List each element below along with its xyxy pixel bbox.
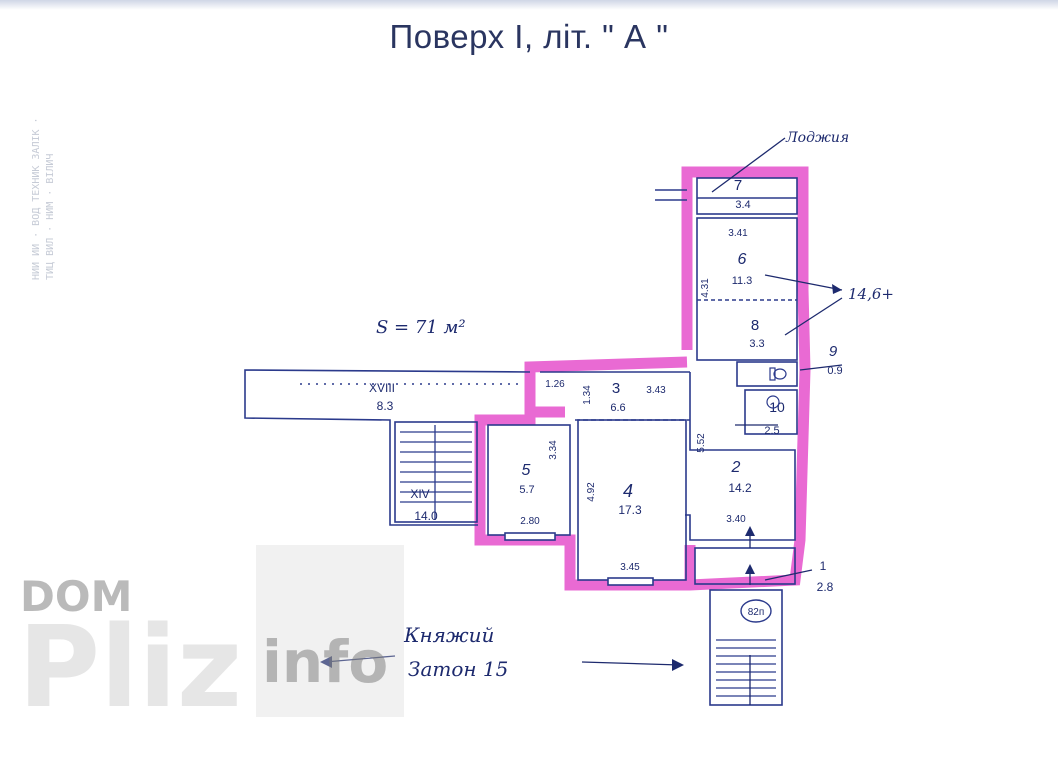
dim-1-34: 1.34	[582, 385, 593, 405]
room-3-area: 6.6	[610, 402, 625, 414]
watermark-dom: DOM	[20, 572, 133, 621]
dim-3-34: 3.34	[548, 440, 559, 460]
loggia-note: Лоджия	[785, 130, 849, 146]
street-number: Затон 15	[408, 657, 508, 681]
room-xviii-area: 8.3	[377, 399, 394, 413]
dim-4-31: 4.31	[700, 278, 711, 298]
dim-2-80: 2.80	[520, 516, 540, 527]
room-1-area: 2.8	[817, 580, 834, 594]
arrow-heads	[320, 284, 842, 671]
room-7-number: 7	[734, 177, 742, 194]
room-7-area: 3.4	[735, 199, 750, 211]
dim-3-41: 3.41	[728, 228, 748, 239]
room-2-number: 2	[731, 459, 741, 476]
watermark-pliz: Pliz	[18, 603, 243, 733]
room-9-number: 9	[829, 343, 838, 360]
dimension-labels: 3.41 4.31 1.26 3.43 1.34 5.52 3.34 4.92 …	[520, 228, 748, 573]
total-area-note: S = 71 м²	[376, 317, 466, 338]
room-4-area: 17.3	[618, 503, 642, 517]
combined-area-note: 14,6+	[848, 285, 894, 303]
room-xiv-area: 14.0	[414, 509, 438, 523]
street-name: Княжий	[403, 623, 494, 647]
dim-3-45: 3.45	[620, 562, 640, 573]
room-6-number: 6	[738, 251, 747, 268]
entrance-mark-text: 82п	[748, 607, 765, 618]
scan-edge	[0, 0, 1058, 10]
room-xiv-number: XIV	[410, 487, 429, 501]
room-4-number: 4	[623, 481, 633, 501]
dim-5-52: 5.52	[696, 433, 707, 453]
stair-treads	[400, 425, 776, 697]
room-2-area: 14.2	[728, 481, 752, 495]
entrance-marker: 82п	[740, 599, 772, 623]
watermark-info: info	[262, 628, 389, 696]
handwritten-notes: Лоджия 14,6+ S = 71 м² Княжий Затон 15	[376, 130, 894, 681]
dim-3-40: 3.40	[726, 514, 746, 525]
watermark-box	[256, 545, 404, 717]
annotation-lines	[324, 137, 843, 705]
room-6-area: 11.3	[732, 275, 753, 287]
dim-3-43: 3.43	[646, 385, 666, 396]
toilet-icon	[769, 367, 787, 381]
dim-1-26: 1.26	[545, 379, 565, 390]
plan-linework	[244, 177, 798, 706]
apartment-walls-highlight	[474, 166, 811, 591]
basin-icon	[766, 395, 780, 409]
room-10-area: 2.5	[764, 425, 779, 437]
page-title: Поверх І, літ. " А "	[389, 18, 669, 55]
room-8-number: 8	[751, 317, 759, 334]
room-xviii-number: XVIII	[369, 381, 395, 395]
room-5-area: 5.7	[519, 484, 534, 496]
room-8-area: 3.3	[749, 338, 764, 350]
dim-4-92: 4.92	[586, 482, 597, 502]
room-5-number: 5	[522, 462, 531, 479]
room-1-number: 1	[820, 559, 827, 573]
room-9-area: 0.9	[827, 365, 842, 377]
room-3-number: 3	[612, 380, 620, 397]
